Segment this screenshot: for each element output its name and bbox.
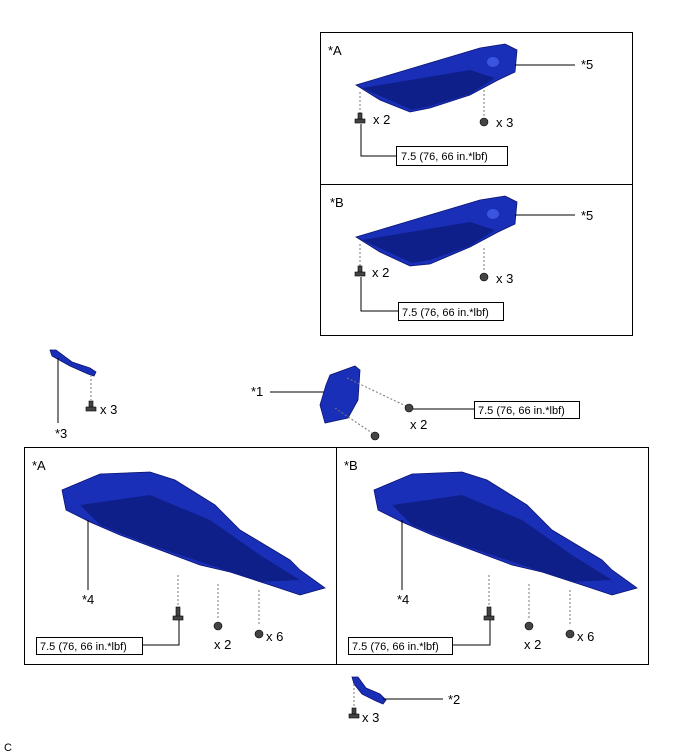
clip-icon: [213, 621, 223, 631]
clip-icon: [479, 272, 489, 282]
part-3-group: *3 x 3: [49, 349, 117, 441]
quantity: x 3: [362, 710, 379, 725]
quantity: x 3: [100, 402, 117, 417]
bolt-icon: [370, 431, 380, 441]
bolt-icon: [354, 112, 366, 124]
figure-code: C: [4, 742, 12, 754]
bottom-panel: *A *4 7.5 (76, 66 in.*lbf) x 2 x 6 *B: [24, 447, 649, 665]
torque-spec: 7.5 (76, 66 in.*lbf): [401, 151, 488, 163]
torque-spec: 7.5 (76, 66 in.*lbf): [478, 405, 565, 417]
variant-label: *A: [32, 458, 46, 473]
engine-under-cover-part: [373, 471, 638, 596]
side-cover-part: [355, 43, 518, 113]
bottom-panel-b: *B *4 7.5 (76, 66 in.*lbf) x 2 x 6: [344, 458, 638, 655]
bolt-icon: [404, 403, 414, 413]
part-label: *3: [55, 426, 67, 441]
side-cover-part: [355, 195, 518, 267]
quantity: x 6: [266, 629, 283, 644]
part-1-group: *1 7.5 (76, 66 in.*lbf) x 2: [251, 365, 580, 441]
clip-icon: [479, 117, 489, 127]
torque-spec: 7.5 (76, 66 in.*lbf): [402, 307, 489, 319]
clip-icon: [254, 629, 264, 639]
quantity: x 2: [214, 637, 231, 652]
torque-spec: 7.5 (76, 66 in.*lbf): [352, 641, 439, 653]
quantity: x 2: [372, 265, 389, 280]
top-panel: *A *5 x 2 x 3 7.5 (76, 66 in.*lbf) *B: [320, 32, 633, 336]
part-label: *5: [581, 208, 593, 223]
top-panel-b: *B *5 x 2 x 3 7.5 (76, 66 in.*lbf): [330, 195, 593, 321]
part-label: *2: [448, 692, 460, 707]
quantity: x 2: [410, 417, 427, 432]
bolt-icon: [85, 400, 97, 412]
bolt-icon: [348, 707, 360, 719]
part-label: *1: [251, 384, 263, 399]
bottom-panel-a: *A *4 7.5 (76, 66 in.*lbf) x 2 x 6: [32, 458, 326, 655]
part-label: *5: [581, 57, 593, 72]
clip-icon: [565, 629, 575, 639]
quantity: x 2: [524, 637, 541, 652]
variant-label: *A: [328, 43, 342, 58]
part-label: *4: [82, 592, 94, 607]
bolt-icon: [483, 606, 495, 621]
variant-label: *B: [344, 458, 358, 473]
variant-label: *B: [330, 195, 344, 210]
part-2-group: *2 x 3: [348, 676, 460, 725]
torque-spec: 7.5 (76, 66 in.*lbf): [40, 641, 127, 653]
quantity: x 2: [373, 112, 390, 127]
bolt-icon: [354, 265, 366, 277]
quantity: x 3: [496, 115, 513, 130]
engine-under-cover-part: [61, 471, 326, 596]
part-label: *4: [397, 592, 409, 607]
quantity: x 6: [577, 629, 594, 644]
bolt-icon: [172, 606, 184, 621]
quantity: x 3: [496, 271, 513, 286]
top-panel-a: *A *5 x 2 x 3 7.5 (76, 66 in.*lbf): [328, 43, 593, 166]
clip-icon: [524, 621, 534, 631]
